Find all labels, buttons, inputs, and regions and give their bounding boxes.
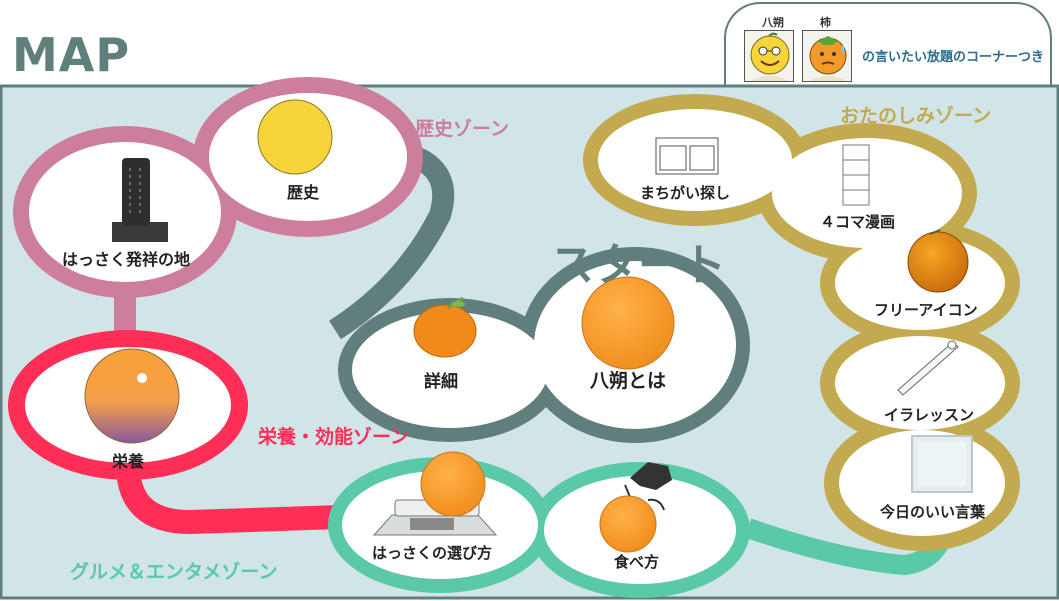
node-nutrition-label: 栄養 [111,452,144,471]
kitchen-scale-icon [372,451,498,536]
node-nutrition[interactable]: 栄養 [84,348,180,471]
kaki-name: 柿 [820,16,831,29]
characters-corner[interactable]: 八朔 柿 の言いたい放題のコーナーつき [724,2,1052,86]
node-spot-diff[interactable]: まちがい探し [640,137,730,202]
smiling-orange-character-icon[interactable] [744,30,794,82]
dark-orange-icon [907,229,969,293]
node-origin[interactable]: はっさく発祥の地 [62,158,190,269]
node-about[interactable]: 八朔とは [581,276,675,392]
node-free-icon-label: フリーアイコン [874,301,978,319]
node-choosing-label: はっさくの選び方 [372,544,492,562]
node-comic[interactable]: ４コマ漫画 [820,144,895,231]
node-eating-label: 食べ方 [614,553,659,571]
yellow-citrus-icon [257,99,333,175]
node-quote-label: 今日のいい言葉 [879,503,986,521]
tangerine-icon [413,296,477,358]
node-eating[interactable]: 食べ方 [599,462,672,571]
health-zone-label: 栄養・効能ゾーン [257,425,409,448]
history-zone-label: 歴史ゾーン [415,118,509,140]
node-choosing[interactable]: はっさくの選び方 [372,451,498,562]
fun-zone-label: おたのしみゾーン [840,105,991,127]
node-details[interactable]: 詳細 [413,296,477,392]
peeling-hand-icon [599,462,672,553]
pen-icon [897,340,959,396]
picture-panels-icon [655,137,719,175]
node-about-label: 八朔とは [590,370,666,392]
gourmet-zone-label: グルメ＆エンタメゾーン [70,560,277,583]
sweating-persimmon-character-icon[interactable] [802,30,852,82]
quote-card-icon [911,435,973,493]
node-illust[interactable]: イラレッスン [884,340,974,424]
node-illust-label: イラレッスン [884,406,974,424]
corner-caption: の言いたい放題のコーナーつき [862,50,1045,65]
node-quote[interactable]: 今日のいい言葉 [879,435,986,521]
four-panel-comic-icon [842,144,870,206]
stone-monument-icon [112,158,168,242]
node-free-icon[interactable]: フリーアイコン [874,229,978,319]
sunset-orange-icon [84,348,180,444]
node-origin-label: はっさく発祥の地 [62,250,190,269]
node-spot-diff-label: まちがい探し [640,184,730,202]
hassaku-name: 八朔 [762,16,784,29]
history-zone [13,77,423,298]
node-history[interactable]: 歴史 [257,99,333,202]
start-path [329,141,455,340]
node-comic-label: ４コマ漫画 [820,213,895,231]
node-history-label: 歴史 [287,183,320,202]
node-details-label: 詳細 [424,371,458,392]
orange-icon [581,276,675,370]
map-title: MAP [12,28,131,82]
